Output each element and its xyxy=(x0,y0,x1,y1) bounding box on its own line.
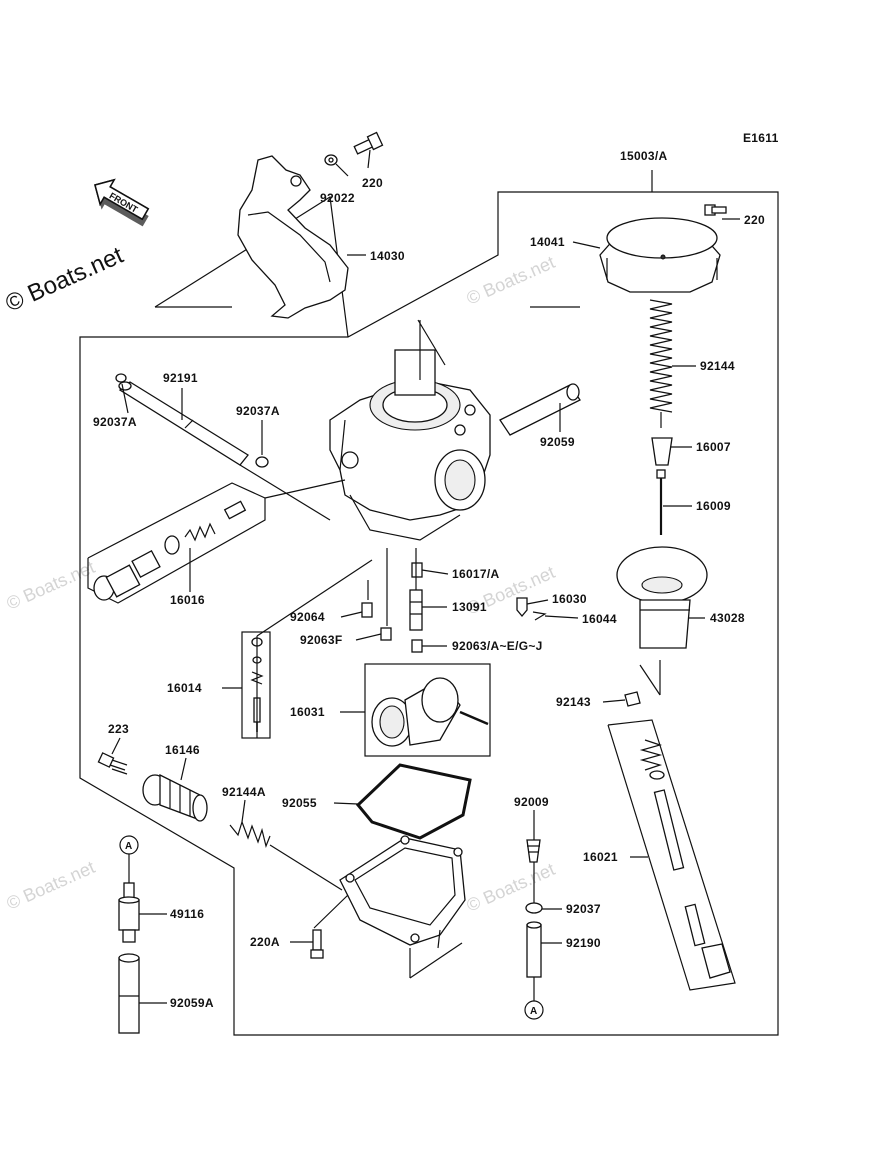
part-92037-clip xyxy=(525,902,543,914)
label-92059: 92059 xyxy=(540,435,575,449)
label-15003: 15003/A xyxy=(620,149,668,163)
label-16007: 16007 xyxy=(696,440,731,454)
watermark-faint-2: © Boats.net xyxy=(3,557,97,614)
leader-lines xyxy=(111,149,740,1004)
part-16016-starter-assembly xyxy=(87,482,266,604)
label-92063f: 92063F xyxy=(300,633,343,647)
label-220a: 220A xyxy=(250,935,280,949)
part-49116-fitting xyxy=(118,882,140,943)
part-92144a-spring xyxy=(229,820,271,848)
part-16021-pilot-screw xyxy=(607,719,736,991)
part-92191-tube xyxy=(118,381,249,466)
part-16146-plunger xyxy=(142,773,208,822)
part-labels: 15003/A 220 92022 220 14030 14041 92144 … xyxy=(93,149,765,1010)
label-16146: 16146 xyxy=(165,743,200,757)
part-14030-cover xyxy=(237,155,349,319)
part-16009-needle xyxy=(656,469,666,535)
part-220a-bolt xyxy=(310,929,324,959)
part-16014-screw-assembly xyxy=(241,631,271,739)
label-92037: 92037 xyxy=(566,902,601,916)
label-16044: 16044 xyxy=(582,612,617,626)
part-223-bolt xyxy=(97,752,128,775)
label-92144: 92144 xyxy=(700,359,735,373)
label-92064: 92064 xyxy=(290,610,325,624)
part-92037a-clip-left xyxy=(115,373,127,383)
part-13091-needle-jet xyxy=(409,589,423,631)
part-92063f-jet xyxy=(380,627,392,641)
label-16014: 16014 xyxy=(167,681,202,695)
label-16017: 16017/A xyxy=(452,567,500,581)
part-16031-choke-assembly xyxy=(364,663,491,757)
ref-marker-a-top: A xyxy=(119,835,139,883)
svg-text:A: A xyxy=(125,841,132,852)
label-220-right: 220 xyxy=(744,213,765,227)
part-220-bolt-top xyxy=(353,131,384,155)
part-16007-holder xyxy=(651,437,673,466)
float-bowl xyxy=(339,835,466,949)
part-92059a-hose xyxy=(118,953,140,1034)
label-16031: 16031 xyxy=(290,705,325,719)
label-16030: 16030 xyxy=(552,592,587,606)
label-92037a-left: 92037A xyxy=(93,415,137,429)
diagram-code: E1611 xyxy=(743,131,779,145)
label-16009: 16009 xyxy=(696,499,731,513)
label-14030: 14030 xyxy=(370,249,405,263)
label-13091: 13091 xyxy=(452,600,487,614)
label-14041: 14041 xyxy=(530,235,565,249)
label-220-top: 220 xyxy=(362,176,383,190)
label-92143: 92143 xyxy=(556,695,591,709)
front-arrow-icon: FRONT xyxy=(94,178,150,227)
carburetor-body xyxy=(329,319,491,541)
watermark-main: © Boats.net xyxy=(1,242,127,318)
part-14041-top-cap xyxy=(599,217,721,293)
part-16030-float-valve xyxy=(516,597,528,618)
watermark-faint-5: © Boats.net xyxy=(463,859,557,916)
part-16044-clip xyxy=(532,611,547,621)
label-92037a-right: 92037A xyxy=(236,404,280,418)
part-220-bolt-right xyxy=(704,204,727,216)
label-92009: 92009 xyxy=(514,795,549,809)
part-92144-spring xyxy=(649,299,673,428)
label-92059a: 92059A xyxy=(170,996,214,1010)
ref-marker-a-bottom: A xyxy=(524,977,544,1020)
part-92037a-clip-right xyxy=(255,456,269,468)
part-92022-washer xyxy=(324,154,338,166)
part-92143-retainer xyxy=(624,691,641,707)
part-92063-main-jet xyxy=(411,639,423,653)
label-49116: 49116 xyxy=(170,907,204,921)
part-92059-tube xyxy=(499,383,581,436)
part-92064-pilot-jet xyxy=(361,602,373,618)
part-92055-gasket xyxy=(355,763,472,840)
label-16021: 16021 xyxy=(583,850,618,864)
label-16016: 16016 xyxy=(170,593,205,607)
label-223: 223 xyxy=(108,722,129,736)
svg-text:A: A xyxy=(530,1006,537,1017)
assembly-boundary xyxy=(79,170,779,1036)
label-92022: 92022 xyxy=(320,191,355,205)
label-92144a: 92144A xyxy=(222,785,266,799)
label-92190: 92190 xyxy=(566,936,601,950)
watermark-faint-4: © Boats.net xyxy=(3,857,97,914)
label-43028: 43028 xyxy=(710,611,745,625)
label-92191: 92191 xyxy=(163,371,198,385)
label-92063: 92063/A~E/G~J xyxy=(452,639,543,653)
part-92009-drain-screw xyxy=(526,839,541,863)
part-43028-diaphragm-piston xyxy=(616,546,708,649)
part-16017-jet xyxy=(411,562,423,578)
watermark-faint-1: © Boats.net xyxy=(463,252,557,309)
label-92055: 92055 xyxy=(282,796,317,810)
part-92190-pipe xyxy=(526,921,542,978)
